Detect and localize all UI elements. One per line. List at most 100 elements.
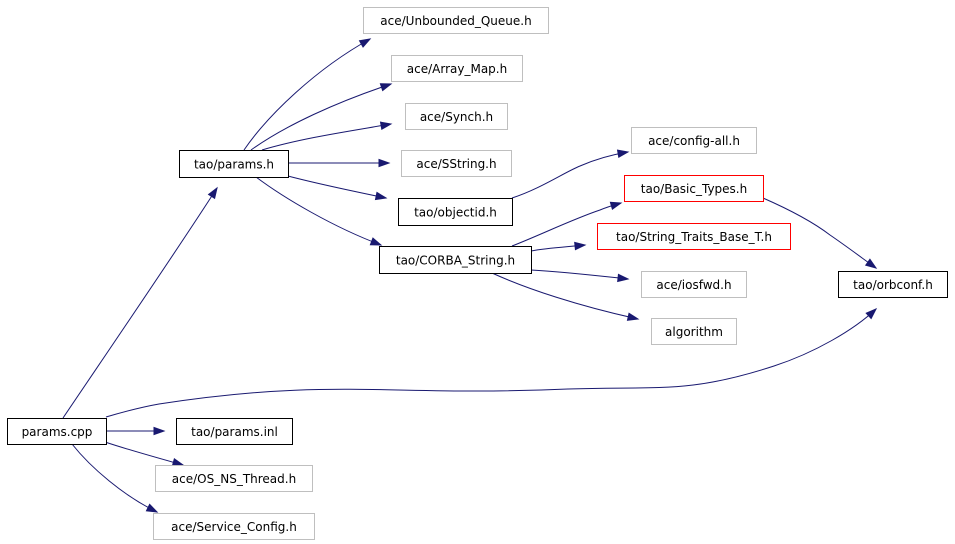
- node-box: [398, 198, 513, 226]
- node-tao_orbconf[interactable]: tao/orbconf.h: [838, 271, 948, 298]
- edge-tao_corba_string-to-tao_basic_types: [511, 201, 623, 247]
- node-label: ace/Synch.h: [420, 110, 493, 124]
- arrowhead: [358, 38, 372, 48]
- node-ace_unbounded_queue[interactable]: ace/Unbounded_Queue.h: [363, 7, 549, 34]
- arrowhead: [574, 241, 587, 251]
- node-tao_corba_string[interactable]: tao/CORBA_String.h: [379, 246, 532, 274]
- node-label: tao/params.h: [194, 158, 274, 172]
- arrowhead: [374, 191, 388, 201]
- node-box: [153, 513, 315, 540]
- node-ace_config_all[interactable]: ace/config-all.h: [631, 127, 757, 154]
- arrowhead: [171, 458, 185, 467]
- node-ace_os_ns_thread[interactable]: ace/OS_NS_Thread.h: [155, 465, 313, 492]
- arrowhead: [145, 503, 159, 513]
- arrowhead: [626, 312, 640, 321]
- edge-params_cpp-to-tao_params_h: [62, 186, 218, 419]
- edge-tao_params_h-to-tao_corba_string: [255, 176, 383, 246]
- node-tao_params_h[interactable]: tao/params.h: [179, 150, 289, 178]
- edge-tao_params_h-to-ace_sstring: [288, 158, 391, 168]
- node-ace_sstring[interactable]: ace/SString.h: [401, 150, 512, 177]
- node-params_cpp: params.cpp: [7, 418, 107, 445]
- node-box: [179, 150, 289, 178]
- node-box: [631, 127, 757, 154]
- edge-tao_basic_types-to-tao_orbconf: [762, 197, 878, 269]
- edge-line: [243, 38, 371, 151]
- node-box: [379, 246, 532, 274]
- edge-line: [511, 151, 629, 199]
- node-tao_params_inl[interactable]: tao/params.inl: [176, 418, 293, 445]
- edge-line: [71, 443, 158, 513]
- node-label: tao/CORBA_String.h: [396, 254, 515, 268]
- node-box: [624, 175, 764, 202]
- node-tao_objectid[interactable]: tao/objectid.h: [398, 198, 513, 226]
- nodes-layer: params.cpp tao/params.h tao/params.inl ace/…: [7, 7, 948, 540]
- node-label: ace/Service_Config.h: [171, 520, 297, 534]
- node-box: [641, 271, 747, 298]
- node-box: [391, 55, 523, 82]
- edge-line: [287, 175, 387, 199]
- edge-line: [762, 197, 877, 269]
- node-label: tao/String_Traits_Base_T.h: [616, 230, 772, 244]
- node-algorithm[interactable]: algorithm: [651, 318, 737, 345]
- edge-params_cpp-to-ace_os_ns_thread: [104, 441, 185, 467]
- node-box: [7, 418, 107, 445]
- node-ace_service_config[interactable]: ace/Service_Config.h: [153, 513, 315, 540]
- node-label: ace/Unbounded_Queue.h: [380, 14, 531, 28]
- edge-line: [250, 83, 392, 151]
- edge-tao_params_h-to-ace_array_map: [250, 83, 393, 151]
- edge-line: [255, 176, 382, 246]
- arrowhead: [379, 83, 393, 92]
- node-label: params.cpp: [22, 425, 93, 439]
- arrowhead: [379, 121, 393, 131]
- node-label: tao/objectid.h: [414, 206, 497, 220]
- node-label: ace/config-all.h: [648, 134, 740, 148]
- node-label: tao/orbconf.h: [853, 278, 933, 292]
- node-label: ace/Array_Map.h: [407, 62, 507, 76]
- node-box: [176, 418, 293, 445]
- edge-line: [261, 123, 392, 151]
- node-ace_array_map[interactable]: ace/Array_Map.h: [391, 55, 523, 82]
- node-label: ace/iosfwd.h: [656, 278, 731, 292]
- arrowhead: [616, 149, 630, 159]
- node-label: ace/SString.h: [416, 157, 496, 171]
- edge-params_cpp-to-tao_params_inl: [106, 426, 166, 436]
- edge-tao_params_h-to-ace_unbounded_queue: [243, 38, 372, 151]
- node-label: tao/params.inl: [191, 425, 278, 439]
- arrowhead: [617, 273, 630, 283]
- node-tao_basic_types[interactable]: tao/Basic_Types.h: [624, 175, 764, 202]
- node-label: ace/OS_NS_Thread.h: [172, 472, 296, 486]
- edge-tao_corba_string-to-algorithm: [491, 272, 640, 321]
- edge-tao_params_h-to-tao_objectid: [287, 175, 388, 201]
- edge-line: [105, 308, 877, 418]
- arrowhead: [369, 237, 383, 246]
- edge-tao_corba_string-to-tao_string_traits: [530, 241, 587, 252]
- arrowhead: [609, 201, 623, 211]
- arrowhead: [207, 186, 218, 200]
- node-label: algorithm: [665, 325, 723, 339]
- edge-line: [104, 441, 184, 466]
- node-box: [405, 103, 508, 130]
- edge-tao_params_h-to-ace_synch: [261, 121, 393, 151]
- node-tao_string_traits[interactable]: tao/String_Traits_Base_T.h: [597, 223, 791, 250]
- edge-line: [491, 272, 639, 320]
- arrowhead: [865, 307, 878, 320]
- node-box: [651, 318, 737, 345]
- node-box: [838, 271, 948, 298]
- edge-tao_corba_string-to-ace_iosfwd: [530, 269, 630, 283]
- edge-line: [62, 187, 218, 419]
- node-box: [363, 7, 549, 34]
- edge-params_cpp-to-tao_orbconf: [105, 307, 878, 418]
- edge-tao_objectid-to-ace_config_all: [511, 149, 630, 199]
- node-ace_synch[interactable]: ace/Synch.h: [405, 103, 508, 130]
- edge-params_cpp-to-ace_service_config: [71, 443, 159, 513]
- node-ace_iosfwd[interactable]: ace/iosfwd.h: [641, 271, 747, 298]
- node-box: [597, 223, 791, 250]
- edges-layer: [62, 38, 878, 513]
- node-box: [401, 150, 512, 177]
- arrowhead: [153, 426, 166, 436]
- edge-line: [530, 269, 629, 280]
- node-label: tao/Basic_Types.h: [641, 182, 747, 196]
- arrowhead: [378, 158, 391, 168]
- node-box: [155, 465, 313, 492]
